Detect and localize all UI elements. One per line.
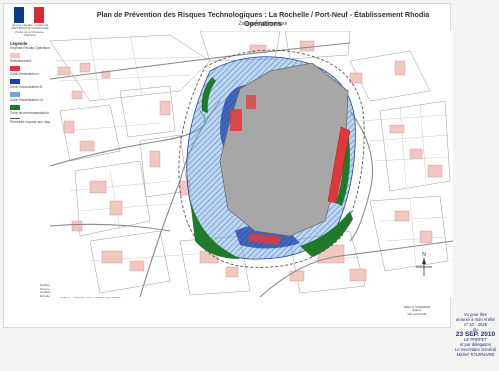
cadastre-grid bbox=[54, 34, 449, 268]
legend-heading: Légende bbox=[10, 41, 28, 46]
cartouche-line-2: Édité le bbox=[412, 309, 422, 313]
buildings bbox=[57, 40, 443, 282]
legend-label: Établissement bbox=[10, 59, 32, 63]
legend-swatch bbox=[10, 105, 20, 110]
legend-swatch bbox=[10, 66, 20, 71]
cartouche-line-3: Ville La Rochelle bbox=[407, 312, 427, 316]
flag-red-band bbox=[34, 7, 44, 23]
stamp-line-5: LE PRÉFET bbox=[464, 337, 487, 342]
logo-caption-prefect: Préfet de la Charente-Maritime bbox=[15, 29, 45, 38]
legend-subheading: Emprise Rhodia Opérations bbox=[10, 46, 52, 50]
zoning-map[interactable]: N bbox=[50, 31, 453, 297]
legend-item: Zone de recommandation V bbox=[10, 105, 56, 115]
logo-caption: Liberté • Égalité • Fraternité RÉPUBLIQU… bbox=[10, 23, 50, 38]
legend-item: Zone d'autorisation b1 bbox=[10, 92, 56, 102]
legend-label: Zone de recommandation V bbox=[10, 111, 52, 115]
legend-label: Zone d'interdiction r bbox=[10, 72, 40, 76]
stamp-date: 23 SEP. 2010 bbox=[455, 331, 496, 338]
stamp-line-1: Vu pour être bbox=[464, 312, 487, 317]
stamp-line-2: annexé à mon Arrêté bbox=[456, 317, 495, 322]
flag-white-band bbox=[24, 7, 34, 23]
legend-swatch bbox=[10, 92, 20, 97]
stamp-line-6: et par délégation bbox=[459, 342, 492, 347]
stamp-signatory: Michel TOURNAIRE bbox=[456, 352, 495, 357]
prefecture-stamp: Vu pour être annexé à mon Arrêté n° 10 -… bbox=[452, 312, 499, 371]
legend-swatch bbox=[10, 118, 20, 119]
legend-label: Périmètre exposé aux risques bbox=[10, 120, 55, 124]
cartouche-line-1: DDEA 17 SURADE/PR bbox=[403, 306, 431, 309]
legend-item: Zone d'interdiction r bbox=[10, 66, 56, 76]
legend-item: Zone d'autorisation B bbox=[10, 79, 56, 89]
stamp-line-7: Le Secrétaire Général bbox=[455, 347, 496, 352]
zoning-map-canvas: N bbox=[50, 31, 453, 297]
stamp-decree-number: n° 10 - 3546 bbox=[464, 322, 487, 327]
zone-r bbox=[230, 95, 351, 245]
legend-swatch bbox=[10, 53, 20, 58]
french-flag-icon bbox=[14, 7, 44, 23]
north-arrow-icon bbox=[416, 258, 432, 276]
stamp-line-4: du bbox=[473, 327, 478, 332]
cartouche: DDEA 17 SURADE/PR Édité le Ville La Roch… bbox=[398, 306, 436, 316]
logo-caption-republic: RÉPUBLIQUE FRANÇAISE bbox=[11, 26, 49, 31]
legend-swatch bbox=[10, 79, 20, 84]
legend-item: Établissement bbox=[10, 53, 56, 63]
footer-strip: DDEA 17 · SURADE / PPRT · Zonage régleme… bbox=[60, 296, 121, 299]
risk-perimeter bbox=[178, 49, 365, 268]
legend-label: Zone d'autorisation B bbox=[10, 85, 42, 89]
logo-caption-motto: Liberté • Égalité • Fraternité bbox=[11, 23, 49, 27]
map-subtitle: Zonage réglementaire bbox=[238, 21, 288, 27]
zone-v-southwest bbox=[190, 199, 240, 259]
zone-v-northwest bbox=[201, 77, 216, 113]
marianne-logo: Liberté • Égalité • Fraternité RÉPUBLIQU… bbox=[10, 7, 50, 37]
flag-blue-band bbox=[14, 7, 24, 23]
map-title: Plan de Prévention des Risques Technolog… bbox=[96, 10, 430, 28]
legend-item: Périmètre exposé aux risques bbox=[10, 118, 56, 124]
zone-v-southeast bbox=[300, 211, 353, 257]
north-label: N bbox=[422, 252, 426, 258]
map-legend: Légende Emprise Rhodia Opérations Établi… bbox=[10, 41, 56, 124]
legend-label: Zone d'autorisation b1 bbox=[10, 98, 44, 102]
